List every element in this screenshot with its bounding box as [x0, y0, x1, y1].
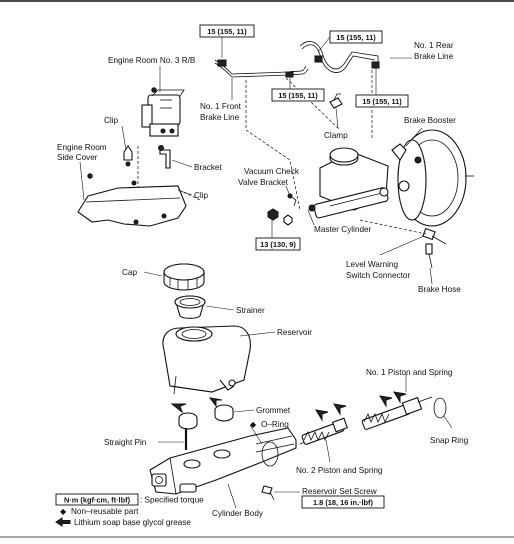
- legend-torque-unit: N·m (kgf·cm, ft·lbf): [64, 496, 131, 505]
- legend-non-reusable: Non–reusable part: [71, 507, 139, 516]
- rear-line-nut: [314, 55, 323, 63]
- rear-brake-line: [299, 41, 379, 70]
- label-cylinder-body: Cylinder Body: [212, 509, 264, 518]
- label-no1-rear-brake-line-2: Brake Line: [414, 52, 454, 61]
- torque-spec-box-3: 15 (155, 11): [271, 78, 325, 102]
- legend-torque-desc: : Specified torque: [140, 496, 204, 505]
- label-level-warning-2: Switch Connector: [346, 271, 410, 280]
- torque-spec-box-2: 15 (155, 11): [317, 30, 383, 53]
- label-master-cylinder: Master Cylinder: [314, 225, 372, 234]
- torque-value-4: 15 (155, 11): [362, 97, 402, 106]
- nut-a: [267, 208, 279, 221]
- engine-room-side-cover-part: [77, 185, 187, 227]
- label-clip-mid: Clip: [194, 191, 209, 200]
- label-o-ring: O–Ring: [261, 420, 289, 429]
- torque-value-3: 15 (155, 11): [278, 91, 318, 100]
- cylinder-body-part: [149, 427, 297, 495]
- label-strainer: Strainer: [236, 306, 265, 315]
- guide-line-2: [285, 77, 341, 131]
- no2-piston-spring-part: [299, 417, 349, 445]
- legend: N·m (kgf·cm, ft·lbf) : Specified torque …: [55, 493, 204, 527]
- o-ring-part: [261, 441, 279, 467]
- label-reservoir-set-screw: Reservoir Set Screw: [302, 487, 377, 496]
- front-line-nut-2: [285, 71, 294, 78]
- label-straight-pin: Straight Pin: [104, 438, 147, 447]
- torque-value-1: 15 (155, 11): [207, 27, 247, 36]
- engine-room-relay-block: [141, 87, 185, 137]
- o-ring-non-reusable-mark: ◆: [250, 420, 257, 429]
- label-grommet: Grommet: [256, 406, 291, 415]
- bracket-part: [158, 145, 171, 169]
- label-engine-room-side-cover-1: Engine Room: [57, 143, 107, 152]
- legend-grease: Lithium soap base glycol grease: [74, 518, 191, 527]
- label-no1-front-brake-line-1: No. 1 Front: [200, 102, 242, 111]
- label-brake-hose: Brake Hose: [418, 285, 461, 294]
- grease-arrow-2: [208, 397, 223, 408]
- nut-b: [283, 214, 293, 226]
- reservoir-set-screw-part: [261, 485, 275, 501]
- torque-value-5: 13 (130, 9): [260, 240, 296, 249]
- label-no2-piston-spring: No. 2 Piston and Spring: [296, 466, 383, 475]
- grease-arrow-3: [315, 409, 329, 422]
- strainer-part: [174, 295, 206, 319]
- grease-arrow-5: [379, 395, 393, 408]
- grease-arrow-4: [333, 403, 347, 416]
- label-cap: Cap: [122, 268, 137, 277]
- torque-value-2: 15 (155, 11): [336, 33, 376, 42]
- label-clamp: Clamp: [324, 131, 348, 140]
- label-no1-rear-brake-line-1: No. 1 Rear: [414, 41, 454, 50]
- torque-spec-box-4: 15 (155, 11): [355, 68, 409, 108]
- clip-top-part: [123, 145, 133, 167]
- snap-ring-part: [433, 397, 447, 419]
- label-engine-room-side-cover-2: Side Cover: [57, 153, 98, 162]
- legend-torque-box: [55, 493, 139, 506]
- rear-line-nut-2: [371, 61, 380, 69]
- brake-hose-part: [425, 243, 433, 269]
- reservoir-part: [162, 325, 251, 395]
- label-bracket: Bracket: [194, 163, 222, 172]
- torque-value-6: 1.8 (18, 16 in.·lbf): [313, 498, 374, 507]
- leader-lines: [79, 57, 453, 509]
- label-clip-top: Clip: [104, 116, 119, 125]
- label-engine-room-rb: Engine Room No. 3 R/B: [108, 56, 196, 65]
- grease-arrow-6: [393, 391, 407, 404]
- torque-spec-box-5: 13 (130, 9): [255, 220, 301, 251]
- master-cylinder-upper-part: [308, 147, 389, 219]
- label-no1-piston-spring: No. 1 Piston and Spring: [366, 368, 453, 377]
- label-vacuum-check-1: Vacuum Check: [244, 167, 300, 176]
- level-warning-switch-connector-part: [359, 219, 447, 245]
- front-line-nut: [217, 59, 227, 67]
- legend-grease-arrow-icon: [55, 517, 71, 527]
- legend-diamond-icon: ◆: [60, 507, 67, 516]
- brake-booster-part: [391, 129, 474, 227]
- label-brake-booster: Brake Booster: [404, 116, 456, 125]
- guide-line-1: [245, 80, 301, 211]
- clamp-part: [329, 93, 343, 109]
- label-snap-ring: Snap Ring: [430, 436, 469, 445]
- label-no1-front-brake-line-2: Brake Line: [200, 113, 240, 122]
- grommet-left-part: [178, 412, 198, 430]
- grommet-right-part: [214, 404, 234, 422]
- label-reservoir: Reservoir: [277, 328, 312, 337]
- torque-spec-box-1: 15 (155, 11): [199, 24, 255, 58]
- torque-spec-box-6: 1.8 (18, 16 in.·lbf): [301, 495, 385, 509]
- label-level-warning-1: Level Warning: [346, 260, 398, 269]
- cap-part: [163, 263, 205, 291]
- label-vacuum-check-2: Valve Bracket: [238, 178, 289, 187]
- no1-piston-spring-part: [361, 396, 433, 430]
- grease-arrow-1: [170, 403, 187, 414]
